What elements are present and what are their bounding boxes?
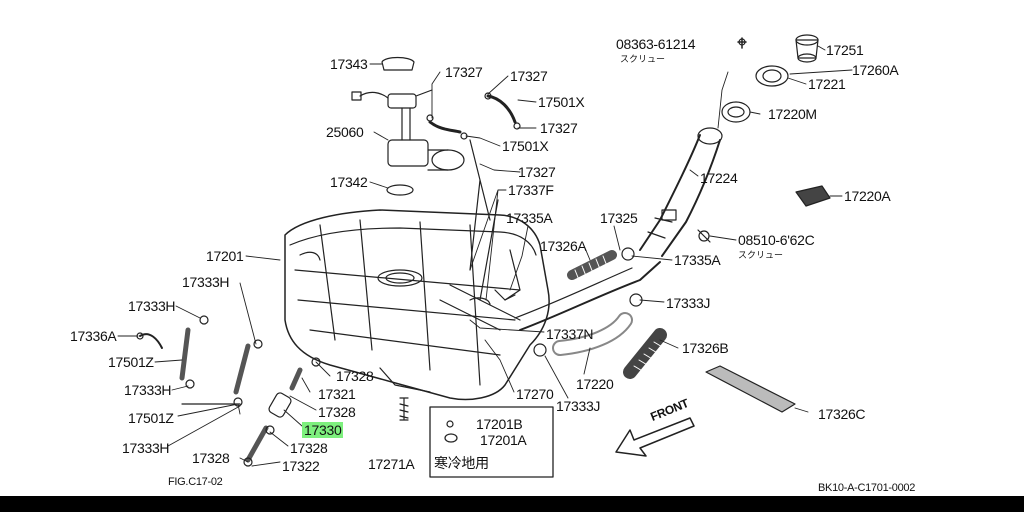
part-label-17501x: 17501X: [502, 138, 549, 154]
part-label-17326b: 17326B: [682, 340, 729, 356]
part-label-17260a: 17260A: [852, 62, 899, 78]
part-label-17327: 17327: [518, 164, 556, 180]
part-label-17343: 17343: [330, 56, 368, 72]
part-label-17321: 17321: [318, 386, 356, 402]
part-label-17201b: 17201B: [476, 416, 523, 432]
part-label-17201a: 17201A: [480, 432, 527, 448]
front-arrow-icon: [615, 417, 695, 457]
part-label-17333h: 17333H: [122, 440, 170, 456]
hose-17220: [552, 312, 633, 356]
part-label-17220m: 17220M: [768, 106, 817, 122]
seal-ring-17342: [386, 184, 414, 196]
hose-17326a: [567, 250, 617, 281]
drain-bolt-17271a: [399, 397, 409, 421]
part-label-17501z: 17501Z: [128, 410, 174, 426]
hose-17326b: [623, 328, 667, 379]
part-label-17335a: 17335A: [674, 252, 721, 268]
clamp-17335a: [621, 247, 635, 261]
part-label-17336a: 17336A: [70, 328, 117, 344]
screw-note: スクリュー: [738, 250, 784, 260]
part-label-17322: 17322: [282, 458, 320, 474]
part-label-17327: 17327: [445, 64, 483, 80]
part-label-17328: 17328: [318, 404, 356, 420]
part-label-17337n: 17337N: [546, 326, 594, 342]
part-label-17335a: 17335A: [506, 210, 553, 226]
part-label-17326c: 17326C: [818, 406, 866, 422]
plug-17201b: [446, 420, 454, 428]
part-label-17333j: 17333J: [556, 398, 601, 414]
part-label-17333j: 17333J: [666, 295, 711, 311]
part-label-17328: 17328: [192, 450, 230, 466]
part-label-17328: 17328: [290, 440, 328, 456]
washer-17201a: [444, 433, 458, 443]
part-label-17325: 17325: [600, 210, 638, 226]
part-label-17333h: 17333H: [124, 382, 172, 398]
part-label-17220a: 17220A: [844, 188, 891, 204]
fuel-tank-drawing: [284, 209, 550, 401]
bracket-17220a: [795, 185, 831, 207]
fuel-pump-assembly: [351, 56, 465, 171]
fuel-filter-17330: [268, 357, 321, 418]
part-label-17224: 17224: [700, 170, 738, 186]
part-label-17221: 17221: [808, 76, 846, 92]
clamp-17333j-b: [533, 343, 547, 357]
part-label-17333h: 17333H: [128, 298, 176, 314]
part-label-17201: 17201: [206, 248, 244, 264]
bottom-border-bar: [0, 496, 1024, 512]
filler-neck-17224: [639, 127, 723, 257]
part-label-17271a: 17271A: [368, 456, 415, 472]
part-label-17270: 17270: [516, 386, 554, 402]
drawing-code: BK10-A-C1701-0002: [818, 482, 916, 494]
part-label-17342: 17342: [330, 174, 368, 190]
part-label-17220: 17220: [576, 376, 614, 392]
cold-region-box: [429, 406, 554, 478]
part-label-17337f: 17337F: [508, 182, 554, 198]
part-label-17327: 17327: [510, 68, 548, 84]
leader-lines: [117, 45, 853, 467]
left-hoses: [136, 315, 275, 467]
part-label-08510-6-62c: 08510-6'62C: [738, 232, 815, 248]
part-label-17326a: 17326A: [540, 238, 587, 254]
part-label-17327: 17327: [540, 120, 578, 136]
part-label-08363-61214: 08363-61214: [616, 36, 696, 52]
figure-reference: FIG.C17-02: [168, 476, 223, 488]
pad-17326c: [705, 365, 796, 413]
filler-cap-parts: [721, 34, 819, 123]
part-label-17328: 17328: [336, 368, 374, 384]
vent-tubes: [426, 92, 521, 331]
screw-note: スクリュー: [620, 54, 666, 64]
part-label-25060: 25060: [326, 124, 364, 140]
screw-08510: [697, 229, 711, 243]
cold-region-note: 寒冷地用: [434, 456, 489, 472]
part-label-17333h: 17333H: [182, 274, 230, 290]
part-label-17501x: 17501X: [538, 94, 585, 110]
part-label-17501z: 17501Z: [108, 354, 154, 370]
part-label-17251: 17251: [826, 42, 864, 58]
part-label-17330-highlighted: 17330: [302, 422, 344, 438]
